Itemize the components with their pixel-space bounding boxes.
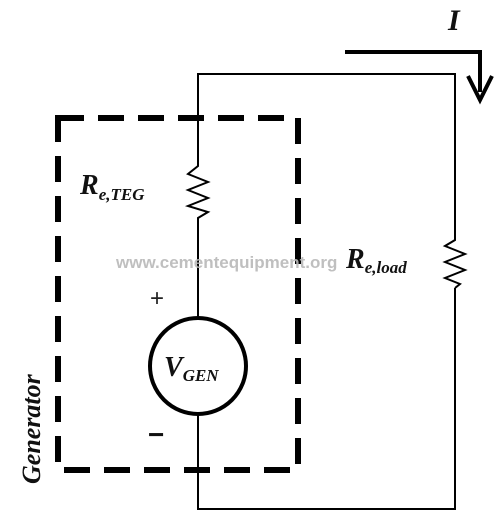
top-wire xyxy=(197,73,456,236)
watermark-text: www.cementequipment.org xyxy=(115,253,337,272)
re-teg-label: Re,TEG xyxy=(79,170,145,204)
current-arrow-head xyxy=(466,75,494,105)
generator-dashed-box xyxy=(55,115,301,473)
current-arrow-line xyxy=(345,50,482,92)
vgen-main: V xyxy=(164,352,185,383)
vgen-sub: GEN xyxy=(183,366,220,385)
minus-sign: − xyxy=(148,419,164,450)
re-load-main: R xyxy=(345,244,365,275)
generator-label: Generator xyxy=(17,373,46,484)
re-load-label: Re,load xyxy=(345,244,407,277)
current-label: I xyxy=(447,4,461,37)
re-teg-main: R xyxy=(79,170,99,201)
re-load-sub: e,load xyxy=(365,258,408,277)
re-teg-sub: e,TEG xyxy=(99,185,146,204)
bottom-wire xyxy=(197,288,456,510)
plus-sign: + xyxy=(150,285,164,312)
resistor-re-teg xyxy=(184,160,211,224)
resistor-re-load xyxy=(442,236,468,289)
vgen-label: VGEN xyxy=(164,352,219,385)
